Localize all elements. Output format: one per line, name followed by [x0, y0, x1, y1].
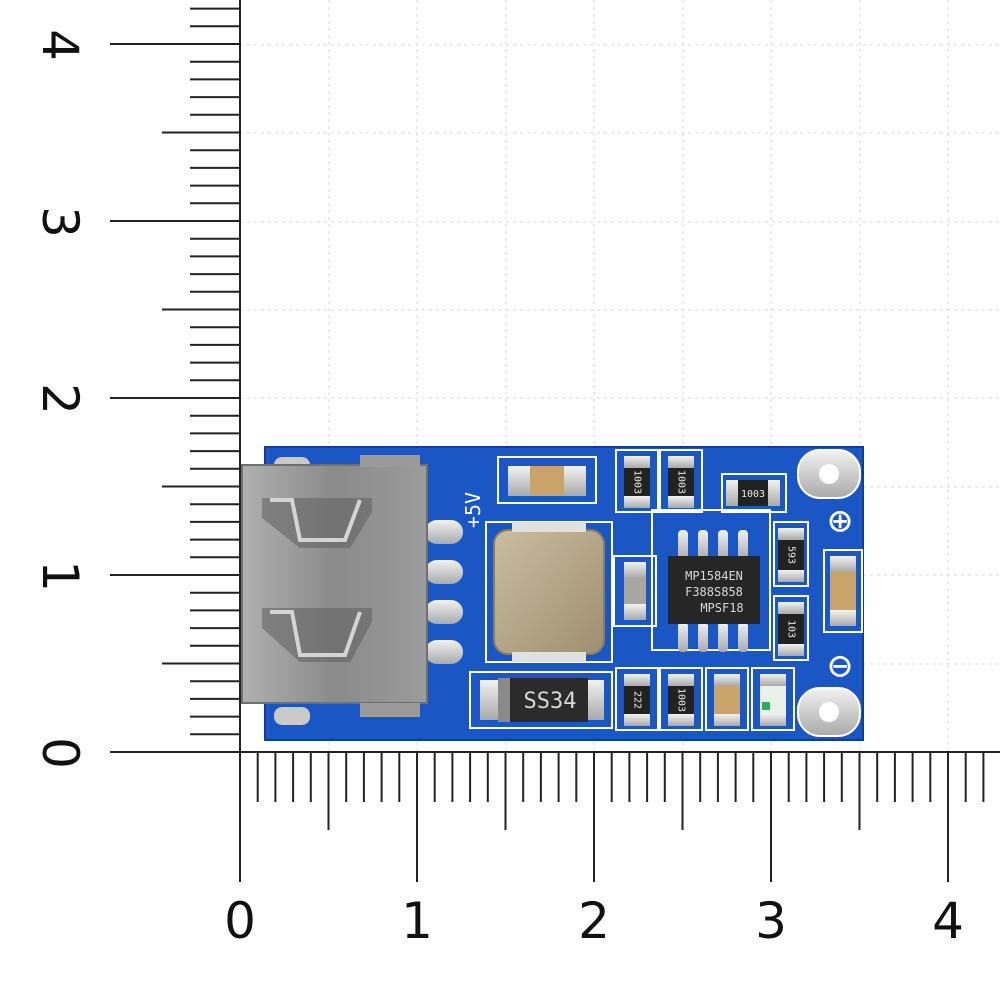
resistor-top-mid: 1003 [659, 449, 703, 513]
resistor-code-right-upper: 593 [786, 546, 797, 564]
ic-marking-line-3: MPSF18 [700, 601, 743, 615]
buck-converter-ic: MP1584EN F388S858 MPSF18 [651, 509, 771, 652]
pcb-module: ⊕ ⊖ +5V [241, 446, 864, 741]
diode-marking: SS34 [524, 689, 577, 714]
top-capacitor [497, 456, 597, 504]
vertical-label-3: 3 [31, 206, 89, 238]
horizontal-label-2: 2 [578, 892, 610, 950]
horizontal-label-4: 4 [932, 892, 964, 950]
resistor-code-bottom-left: 222 [632, 691, 643, 709]
horizontal-ruler [239, 752, 985, 882]
vertical-label-0: 0 [31, 737, 89, 769]
vertical-ruler [110, 7, 240, 753]
polarity-minus-icon: ⊖ [828, 643, 852, 689]
middle-capacitor [613, 555, 657, 627]
horizontal-label-1: 1 [401, 892, 433, 950]
resistor-code-top-left: 1003 [632, 470, 643, 494]
voltage-silkscreen: +5V [461, 492, 485, 528]
horizontal-label-3: 3 [755, 892, 787, 950]
resistor-right-lower: 103 [773, 595, 809, 661]
ic-marking-line-1: MP1584EN [685, 569, 743, 583]
resistor-code-top-mid: 1003 [676, 470, 687, 494]
capacitor-bottom [705, 667, 749, 731]
usb-solder-pins [425, 520, 463, 664]
schottky-diode: SS34 [469, 671, 613, 729]
horizontal-label-0: 0 [224, 892, 256, 950]
usb-a-connector [241, 455, 428, 725]
resistor-bottom-left: 222 [615, 667, 659, 731]
resistor-top-left: 1003 [615, 449, 659, 513]
resistor-code-top-right: 1003 [741, 489, 765, 500]
vertical-label-4: 4 [31, 29, 89, 61]
resistor-top-right: 1003 [721, 473, 787, 513]
resistor-code-bottom-mid: 1003 [676, 688, 687, 712]
mounting-pad-top [797, 449, 861, 499]
resistor-right-upper: 593 [773, 521, 809, 587]
power-inductor [485, 521, 613, 663]
resistor-code-right-lower: 103 [786, 620, 797, 638]
polarity-plus-icon: ⊕ [828, 498, 852, 544]
vertical-label-2: 2 [31, 383, 89, 415]
mounting-pad-bottom [797, 687, 861, 737]
ic-marking-line-2: F388S858 [685, 585, 743, 599]
resistor-bottom-mid: 1003 [659, 667, 703, 731]
vertical-label-1: 1 [31, 560, 89, 592]
led-indicator [751, 667, 795, 731]
output-capacitor [823, 549, 863, 633]
